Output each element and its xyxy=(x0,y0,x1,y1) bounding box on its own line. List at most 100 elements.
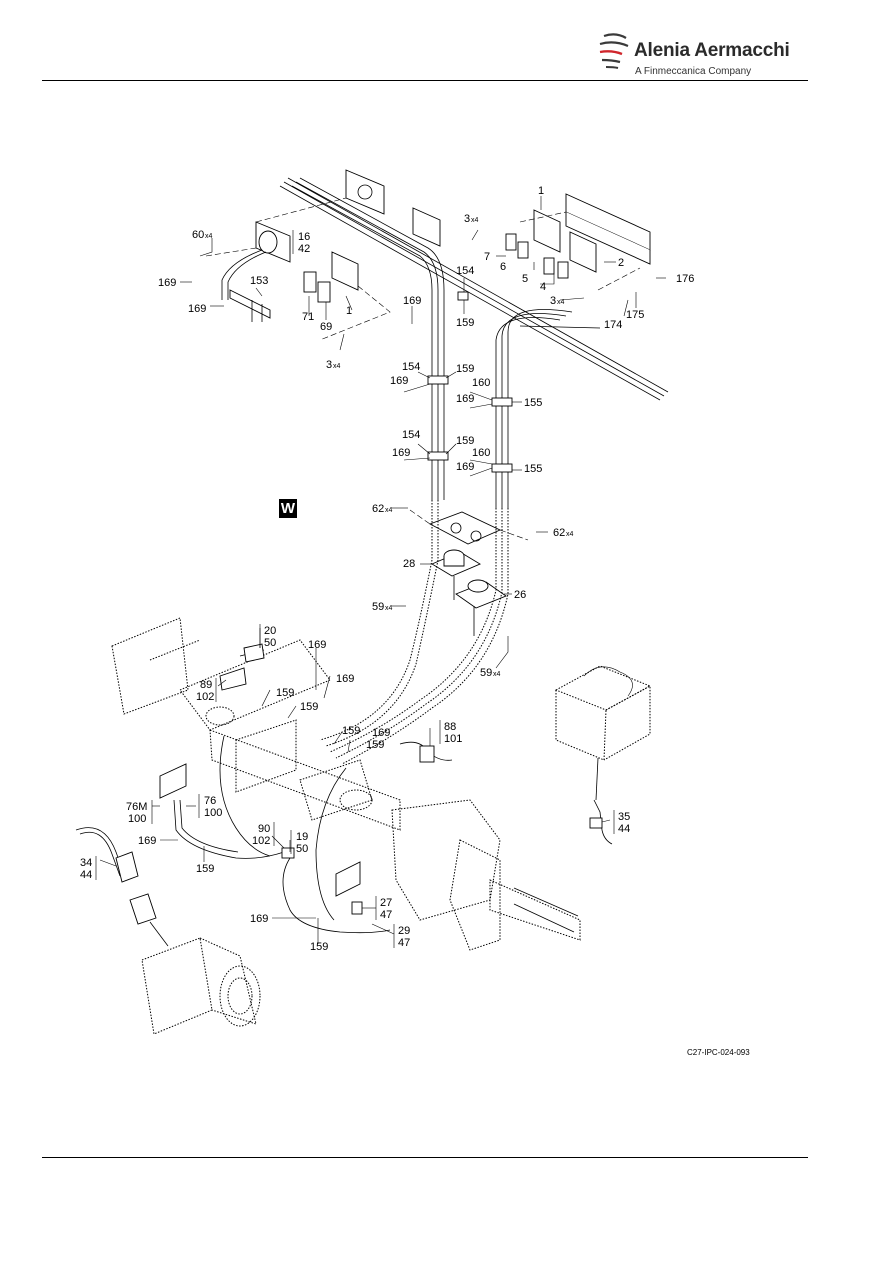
callout-42: 42 xyxy=(298,243,310,255)
callout-29: 29 xyxy=(398,925,410,937)
clamp-20 xyxy=(219,643,453,763)
callout-153: 153 xyxy=(250,275,268,287)
connector-plate xyxy=(409,509,529,636)
callout-1-top: 1 xyxy=(538,185,544,197)
callout-labels: 1 3 x4 7 6 5 4 2 3 x4 176 174 175 60 x4 … xyxy=(80,185,694,953)
callout-3-left: 3 xyxy=(326,359,332,371)
qty-59-left: x4 xyxy=(385,605,393,612)
lower-left-motor xyxy=(75,827,261,1035)
callout-47-b: 47 xyxy=(398,937,410,949)
callout-159-b: 159 xyxy=(456,363,474,375)
callout-100-b: 100 xyxy=(204,807,222,819)
callout-102-a: 102 xyxy=(196,691,214,703)
callout-169-i: 169 xyxy=(336,673,354,685)
callout-169-j: 169 xyxy=(372,727,390,739)
callout-59-right: 59 xyxy=(480,667,492,679)
top-right-bracket-assembly xyxy=(505,193,651,291)
callout-59-left: 59 xyxy=(372,601,384,613)
callout-101: 101 xyxy=(444,733,462,745)
qty-60: x4 xyxy=(205,233,213,240)
qty-59-right: x4 xyxy=(493,671,501,678)
callout-154-b: 154 xyxy=(402,361,420,373)
callout-175: 175 xyxy=(626,309,644,321)
callout-34: 34 xyxy=(80,857,92,869)
callout-27: 27 xyxy=(380,897,392,909)
top-left-bracket xyxy=(345,169,441,247)
callout-160-b: 160 xyxy=(472,447,490,459)
callout-159-h: 159 xyxy=(196,863,214,875)
callout-1-left: 1 xyxy=(346,305,352,317)
callout-44-b: 44 xyxy=(618,823,630,835)
w-symbol: W xyxy=(279,499,297,518)
upper-cable-loom xyxy=(279,177,669,508)
footer-rule xyxy=(42,1157,808,1158)
lower-cable-branches xyxy=(159,735,391,934)
callout-3-top: 3 xyxy=(464,213,470,225)
company-subtitle: A Finmeccanica Company xyxy=(635,66,752,77)
callout-62-right: 62 xyxy=(553,527,565,539)
callout-76: 76 xyxy=(204,795,216,807)
qty-3-mid: x4 xyxy=(557,299,565,306)
alenia-swoosh-logo-icon xyxy=(599,33,629,69)
clamp-153 xyxy=(229,289,271,322)
callout-35: 35 xyxy=(618,811,630,823)
callout-159-g: 159 xyxy=(366,739,384,751)
callout-159-c: 159 xyxy=(456,435,474,447)
company-name: Alenia Aermacchi xyxy=(634,40,790,61)
callout-2: 2 xyxy=(618,257,624,269)
callout-7: 7 xyxy=(484,251,490,263)
callout-90: 90 xyxy=(258,823,270,835)
callout-69: 69 xyxy=(320,321,332,333)
callout-174: 174 xyxy=(604,319,622,331)
callout-155-a: 155 xyxy=(524,397,542,409)
callout-154-a: 154 xyxy=(456,265,474,277)
lower-looms xyxy=(319,500,509,765)
callout-50-b: 50 xyxy=(296,843,308,855)
callout-50-a: 50 xyxy=(264,637,276,649)
callout-154-c: 154 xyxy=(402,429,420,441)
loom-clamps xyxy=(427,291,513,473)
qty-62-right: x4 xyxy=(566,531,574,538)
callout-155-b: 155 xyxy=(524,463,542,475)
callout-60: 60 xyxy=(192,229,204,241)
callout-100-a: 100 xyxy=(128,813,146,825)
qty-62-left: x4 xyxy=(385,507,393,514)
callout-4: 4 xyxy=(540,281,546,293)
callout-89: 89 xyxy=(200,679,212,691)
callout-160-a: 160 xyxy=(472,377,490,389)
callout-169-h: 169 xyxy=(308,639,326,651)
callout-76m: 76M xyxy=(126,801,147,813)
leader-lines xyxy=(99,196,666,944)
callout-16: 16 xyxy=(298,231,310,243)
receptacle-16 xyxy=(205,197,347,300)
callout-102-b: 102 xyxy=(252,835,270,847)
callout-88: 88 xyxy=(444,721,456,733)
callout-159-e: 159 xyxy=(300,701,318,713)
callout-6: 6 xyxy=(500,261,506,273)
callout-3-mid: 3 xyxy=(550,295,556,307)
callout-169-g: 169 xyxy=(456,461,474,473)
callout-159-d: 159 xyxy=(276,687,294,699)
qty-3-top: x4 xyxy=(471,217,479,224)
callout-71: 71 xyxy=(302,311,314,323)
callout-159-a: 159 xyxy=(456,317,474,329)
main-frame-structure xyxy=(111,617,581,951)
callout-28: 28 xyxy=(403,558,415,570)
callout-44-a: 44 xyxy=(80,869,92,881)
mid-left-connector-bracket xyxy=(303,251,391,341)
callout-20: 20 xyxy=(264,625,276,637)
callout-169-a: 169 xyxy=(158,277,176,289)
callout-62-left: 62 xyxy=(372,503,384,515)
right-box-unit xyxy=(554,665,652,845)
header-rule xyxy=(42,80,808,81)
callout-169-b: 169 xyxy=(188,303,206,315)
callout-169-d: 169 xyxy=(390,375,408,387)
callout-19: 19 xyxy=(296,831,308,843)
callout-169-l: 169 xyxy=(250,913,268,925)
callout-159-i: 159 xyxy=(310,941,328,953)
callout-169-e: 169 xyxy=(456,393,474,405)
callout-169-f: 169 xyxy=(392,447,410,459)
callout-5: 5 xyxy=(522,273,528,285)
callout-169-c: 169 xyxy=(403,295,421,307)
